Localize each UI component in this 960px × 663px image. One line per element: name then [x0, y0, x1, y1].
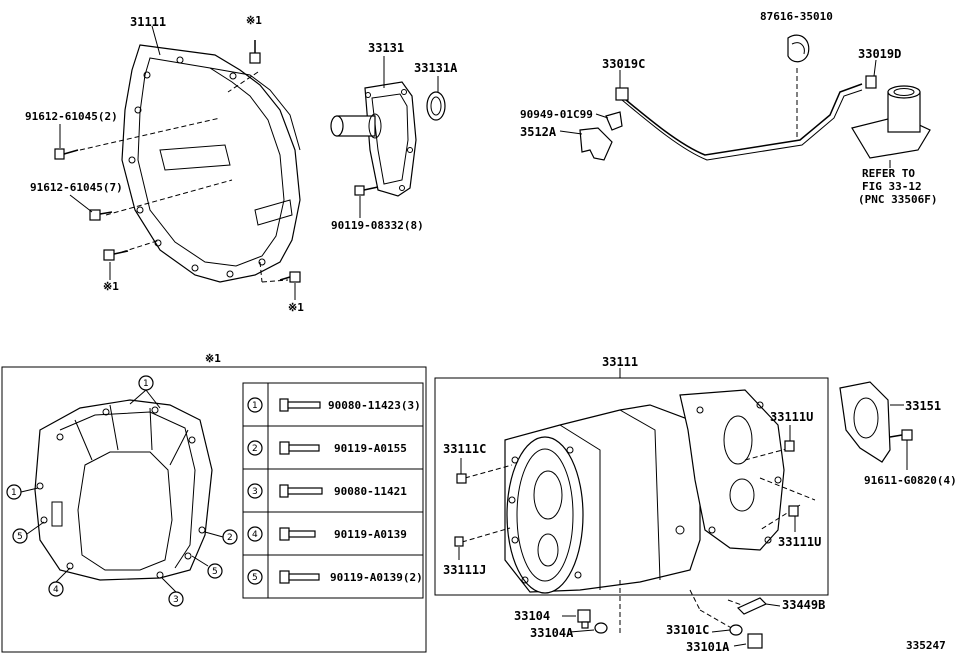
oil-seal-icon	[426, 91, 446, 121]
label-33131: 33131	[368, 41, 404, 55]
transmission-case	[504, 404, 701, 594]
note-mark: ※1	[246, 14, 262, 27]
bolt-icon	[279, 527, 290, 541]
gasket-33104a-icon	[594, 622, 608, 634]
svg-text:3: 3	[252, 487, 258, 497]
refer-line-2: FIG 33-12	[862, 180, 922, 193]
bolt-icon	[279, 570, 290, 584]
clip-33449b-icon	[736, 597, 768, 615]
cover-33151	[839, 381, 891, 463]
bolt-icon	[279, 271, 301, 283]
label-91611-g0820: 91611-G0820(4)	[864, 474, 957, 487]
label-33101a: 33101A	[686, 640, 730, 654]
svg-text:2: 2	[227, 533, 233, 543]
plug-33104-icon	[577, 609, 591, 629]
intermediate-plate	[679, 389, 785, 551]
cylinder-33019d	[851, 75, 931, 159]
svg-text:1: 1	[143, 379, 149, 389]
union-33019c-icon	[615, 87, 629, 101]
bolt-icon	[279, 441, 290, 455]
label-33111u-bottom: 33111U	[778, 535, 821, 549]
svg-text:1: 1	[252, 401, 258, 411]
dowel-icon	[784, 440, 795, 452]
legend-row-2: 2 90119-A0155	[247, 440, 407, 456]
callout-4: 4	[48, 567, 71, 597]
label-33111-case: 33111	[602, 355, 638, 369]
callout-1-top: 1	[129, 375, 161, 409]
plug-33101a-icon	[747, 633, 763, 649]
svg-text:5: 5	[17, 532, 23, 542]
bolt-icon	[354, 185, 379, 196]
clamp-90949-icon	[605, 111, 623, 131]
label-33111j: 33111J	[443, 563, 486, 577]
dowel-icon	[456, 473, 467, 484]
label-90119-08332: 90119-08332(8)	[331, 219, 424, 232]
callout-5-left: 5	[12, 521, 45, 544]
svg-text:90080-11421: 90080-11421	[334, 485, 407, 498]
svg-text:5: 5	[212, 567, 218, 577]
svg-text:1: 1	[11, 488, 17, 498]
bolt-icon	[279, 484, 289, 498]
legend-row-5: 5 90119-A0139(2)	[247, 569, 423, 585]
refer-line-1: REFER TO	[862, 167, 915, 180]
label-33101c: 33101C	[666, 623, 709, 637]
legend-row-4: 4 90119-A0139	[247, 526, 407, 542]
label-33111c: 33111C	[443, 442, 486, 456]
gasket-33101c-icon	[729, 624, 743, 636]
label-33111u-top: 33111U	[770, 410, 813, 424]
label-33019c: 33019C	[602, 57, 645, 71]
note-mark: ※1	[288, 301, 304, 314]
bolt-icon	[89, 209, 113, 221]
bolt-icon	[279, 398, 289, 412]
label-33131a: 33131A	[414, 61, 458, 75]
label-31111: 31111	[130, 15, 166, 29]
svg-text:90080-11423(3): 90080-11423(3)	[328, 399, 421, 412]
bolt-icon	[249, 40, 261, 64]
bolt-icon	[54, 148, 79, 160]
note-mark: ※1	[103, 280, 119, 293]
label-90949-01c99: 90949-01C99	[520, 108, 593, 121]
label-33151: 33151	[905, 399, 941, 413]
clutch-housing-31111	[121, 44, 301, 283]
callout-2: 2	[204, 529, 238, 545]
bolt-legend-table	[242, 382, 424, 599]
callout-1-left: 1	[6, 484, 39, 500]
svg-text:90119-A0155: 90119-A0155	[334, 442, 407, 455]
svg-text:90119-A0139(2): 90119-A0139(2)	[330, 571, 423, 584]
clip-87616-icon	[787, 34, 810, 63]
bolt-icon	[889, 429, 913, 441]
label-33019d: 33019D	[858, 47, 901, 61]
svg-text:4: 4	[252, 530, 258, 540]
figure-number: 335247	[906, 639, 946, 652]
svg-text:4: 4	[53, 585, 59, 595]
svg-text:5: 5	[252, 573, 258, 583]
label-33449b: 33449B	[782, 598, 825, 612]
retainer-33131	[330, 81, 417, 197]
bracket-3512a-icon	[579, 127, 613, 161]
detail-title-mark: ※1	[205, 352, 221, 365]
svg-text:90119-A0139: 90119-A0139	[334, 528, 407, 541]
legend-row-1: 1 90080-11423(3)	[247, 397, 421, 413]
case-box	[434, 377, 829, 596]
label-3512a: 3512A	[520, 125, 557, 139]
dowel-icon	[454, 536, 464, 547]
svg-text:2: 2	[252, 444, 258, 454]
bellhousing-outline	[34, 399, 213, 581]
callout-5-right: 5	[191, 555, 223, 579]
bolt-icon	[103, 249, 129, 261]
callout-3: 3	[161, 577, 184, 607]
legend-row-3: 3 90080-11421	[247, 483, 407, 499]
dowel-icon	[788, 505, 799, 517]
svg-text:3: 3	[173, 595, 179, 605]
refer-line-3: (PNC 33506F)	[858, 193, 937, 206]
label-33104: 33104	[514, 609, 550, 623]
detail-box	[1, 366, 427, 653]
label-33104a: 33104A	[530, 626, 574, 640]
label-91612-61045-7: 91612-61045(7)	[30, 181, 123, 194]
label-87616-35010: 87616-35010	[760, 10, 833, 23]
label-91612-61045-2: 91612-61045(2)	[25, 110, 118, 123]
